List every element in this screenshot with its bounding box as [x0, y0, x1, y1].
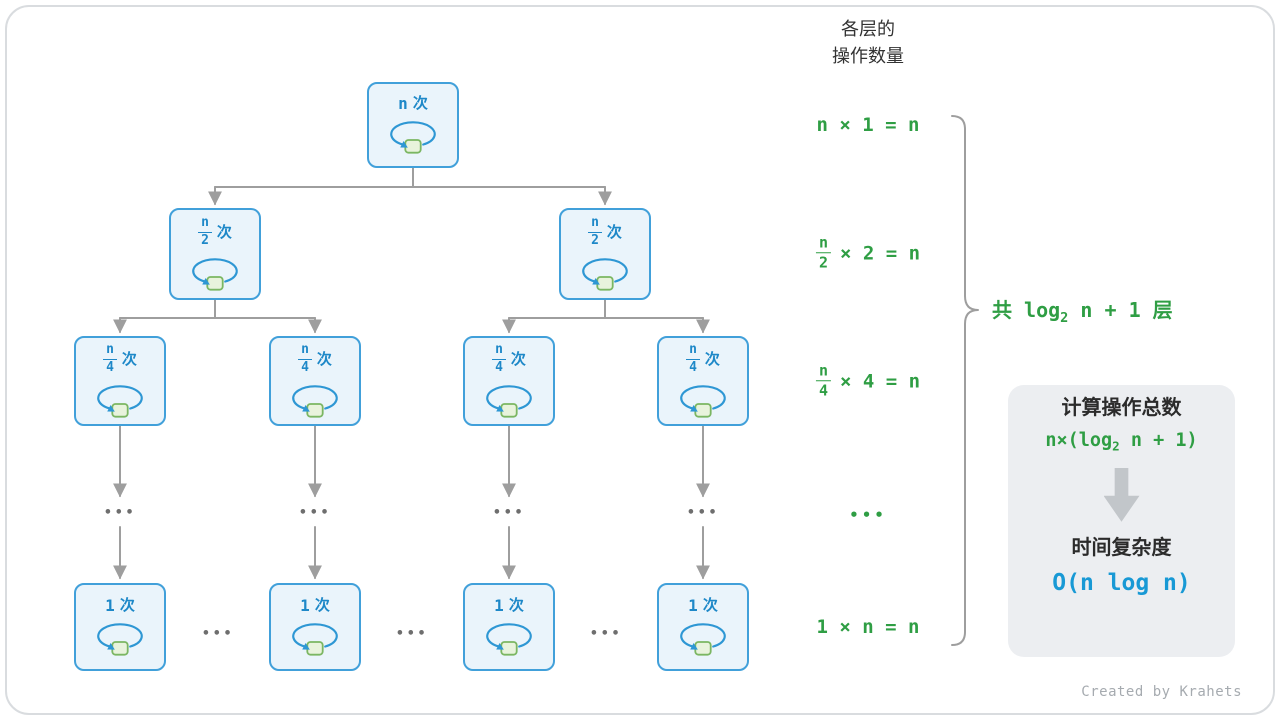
summary-card: 计算操作总数 n×(log2 n + 1) 时间复杂度 O(n log n)	[1008, 385, 1235, 657]
gap-ellipsis: •••	[103, 505, 137, 521]
loop-arrow-icon	[286, 617, 344, 657]
gap-ellipsis: •••	[492, 505, 526, 521]
summary-title: 计算操作总数	[1061, 397, 1182, 419]
loop-arrow-icon	[384, 115, 442, 155]
ops-row-level1: n × 1 = n	[816, 114, 920, 136]
loop-arrow-icon	[480, 379, 538, 419]
ops-header-line1: 各层的	[841, 19, 895, 39]
summary-subtitle: 时间复杂度	[1071, 536, 1172, 559]
down-arrow-icon	[1103, 467, 1140, 522]
loop-arrow-icon	[91, 379, 149, 419]
layer-count-label: 共 log2 n + 1 层	[992, 298, 1173, 326]
ops-row-ellipsis: •••	[849, 506, 887, 524]
leaf-row-ellipsis: •••	[201, 626, 235, 642]
leaf-row-ellipsis: •••	[395, 626, 429, 642]
ops-row-leaf: 1 × n = n	[816, 616, 920, 638]
ops-column-header: 各层的 操作数量	[832, 16, 904, 70]
loop-arrow-icon	[674, 379, 732, 419]
time-complexity-result: O(n log n)	[1052, 569, 1191, 596]
loop-arrow-icon	[674, 617, 732, 657]
loop-arrow-icon	[576, 252, 634, 292]
gap-ellipsis: •••	[686, 505, 720, 521]
loop-arrow-icon	[186, 252, 244, 292]
loop-arrow-icon	[286, 379, 344, 419]
loop-arrow-icon	[91, 617, 149, 657]
loop-arrow-icon	[480, 617, 538, 657]
gap-ellipsis: •••	[298, 505, 332, 521]
leaf-row-ellipsis: •••	[589, 626, 623, 642]
total-operations-formula: n×(log2 n + 1)	[1045, 430, 1198, 454]
ops-header-line2: 操作数量	[832, 46, 904, 66]
watermark: Created by Krahets	[1081, 684, 1242, 700]
brace	[951, 115, 979, 646]
